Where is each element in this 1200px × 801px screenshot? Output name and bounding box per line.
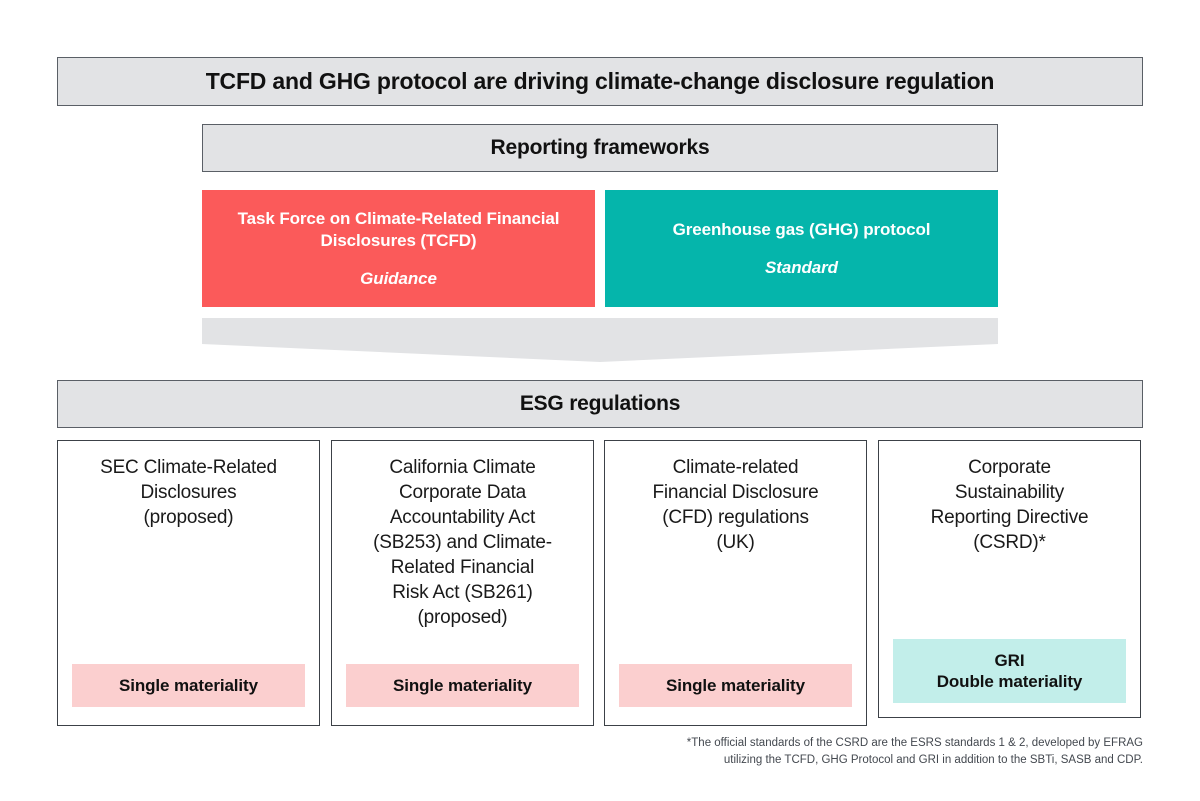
regulation-card-csrd-materiality-badge: GRI Double materiality [893, 638, 1126, 703]
framework-ghg-kind: Standard [765, 258, 838, 278]
regulation-card-uk-cfd-materiality-badge: Single materiality [619, 663, 852, 707]
framework-ghg-name: Greenhouse gas (GHG) protocol [672, 219, 931, 239]
csrd-footnote: *The official standards of the CSRD are … [686, 737, 1143, 766]
reporting-frameworks-label: Reporting frameworks [490, 136, 710, 159]
downward-funnel-arrow [202, 318, 998, 362]
esg-regulations-banner: ESG regulations [57, 380, 1143, 428]
framework-box-tcfd: Task Force on Climate-Related Financial … [202, 190, 595, 307]
regulation-card-uk-cfd-title: Climate-related Financial Disclosure (CF… [652, 457, 819, 554]
regulation-card-sec-materiality-badge: Single materiality [72, 663, 305, 707]
regulation-card-csrd-title: Corporate Sustainability Reporting Direc… [930, 457, 1089, 554]
regulation-card-csrd: Corporate Sustainability Reporting Direc… [878, 440, 1141, 718]
regulation-card-sec: SEC Climate-Related Disclosures (propose… [57, 440, 320, 726]
funnel-shape-icon [202, 318, 998, 362]
main-title-banner: TCFD and GHG protocol are driving climat… [57, 57, 1143, 106]
reporting-frameworks-banner: Reporting frameworks [202, 124, 998, 172]
esg-regulations-label: ESG regulations [519, 392, 681, 415]
regulation-card-california-title: California Climate Corporate Data Accoun… [373, 457, 552, 629]
framework-tcfd-name: Task Force on Climate-Related Financial … [237, 208, 560, 250]
framework-box-ghg: Greenhouse gas (GHG) protocol Standard [605, 190, 998, 307]
regulation-card-sec-title: SEC Climate-Related Disclosures (propose… [100, 457, 277, 529]
regulation-card-california-materiality-badge: Single materiality [346, 663, 579, 707]
framework-tcfd-kind: Guidance [360, 269, 437, 289]
regulation-card-california: California Climate Corporate Data Accoun… [331, 440, 594, 726]
main-title-text: TCFD and GHG protocol are driving climat… [205, 68, 995, 94]
regulation-card-uk-cfd: Climate-related Financial Disclosure (CF… [604, 440, 867, 726]
